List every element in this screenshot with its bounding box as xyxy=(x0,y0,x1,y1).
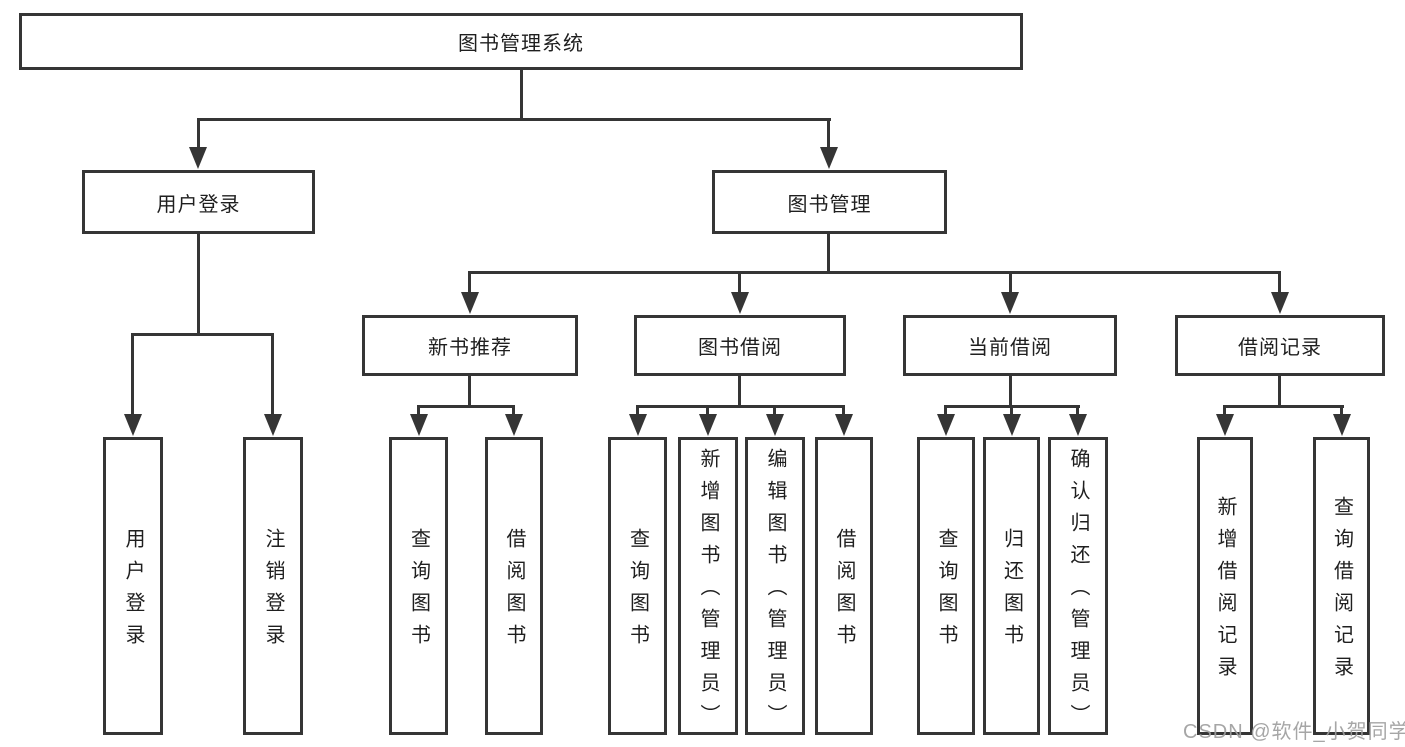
arrowhead-bb-borrow xyxy=(835,414,853,436)
connector-drop-borrowing-records xyxy=(1278,271,1281,296)
connector-current-borrowing-stem xyxy=(1009,374,1012,407)
arrowhead-rec-query xyxy=(410,414,428,436)
node-logout: 注销登录 xyxy=(243,437,303,735)
connector-book-management-branch xyxy=(468,271,1281,274)
connector-drop-login xyxy=(131,333,134,417)
arrowhead-br-add xyxy=(1216,414,1234,436)
node-bb-query-books-label: 查询图书 xyxy=(626,528,649,656)
node-root-label: 图书管理系统 xyxy=(458,33,584,55)
connector-drop-cb-return xyxy=(1010,405,1013,419)
arrowhead-login xyxy=(124,414,142,436)
arrowhead-new-book-recommend xyxy=(461,292,479,314)
connector-new-book-recommend-branch xyxy=(417,405,515,408)
connector-new-book-recommend-stem xyxy=(468,374,471,407)
connector-book-management-stem xyxy=(827,234,830,274)
node-borrowing-records: 借阅记录 xyxy=(1175,315,1385,376)
arrowhead-current-borrowing xyxy=(1001,292,1019,314)
node-cb-return-books-label: 归还图书 xyxy=(1000,528,1023,656)
node-br-query-record-label: 查询借阅记录 xyxy=(1330,496,1353,688)
node-br-query-record: 查询借阅记录 xyxy=(1313,437,1370,735)
arrowhead-bb-edit xyxy=(766,414,784,436)
connector-book-borrowing-branch xyxy=(636,405,845,408)
connector-drop-cb-confirm xyxy=(1076,405,1079,419)
connector-drop-bb-query xyxy=(636,405,639,419)
node-rec-borrow-books-label: 借阅图书 xyxy=(503,528,525,656)
connector-root-branch xyxy=(197,118,831,121)
node-book-management: 图书管理 xyxy=(712,170,947,234)
connector-book-borrowing-stem xyxy=(738,374,741,407)
node-new-book-recommend-label: 新书推荐 xyxy=(428,337,512,359)
node-cb-confirm-return: 确认归还（管理员） xyxy=(1048,437,1108,736)
node-bb-borrow-books: 借阅图书 xyxy=(815,437,873,735)
node-bb-edit-books-label: 编辑图书（管理员） xyxy=(764,448,786,736)
arrowhead-logout xyxy=(264,414,282,436)
connector-drop-user-login xyxy=(197,118,200,150)
node-current-borrowing-label: 当前借阅 xyxy=(968,337,1052,359)
node-bb-add-books: 新增图书（管理员） xyxy=(678,437,738,736)
connector-drop-book-management xyxy=(827,118,830,150)
node-book-borrowing-label: 图书借阅 xyxy=(698,337,782,359)
node-cb-confirm-return-label: 确认归还（管理员） xyxy=(1067,448,1089,736)
arrowhead-cb-query xyxy=(937,414,955,436)
node-root: 图书管理系统 xyxy=(19,13,1023,70)
node-bb-query-books: 查询图书 xyxy=(608,437,667,735)
connector-drop-rec-borrow xyxy=(512,405,515,419)
connector-drop-bb-borrow xyxy=(842,405,845,419)
arrowhead-cb-confirm xyxy=(1069,414,1087,436)
node-br-add-record: 新增借阅记录 xyxy=(1197,437,1253,735)
arrowhead-book-borrowing xyxy=(731,292,749,314)
connector-drop-rec-query xyxy=(417,405,420,419)
node-logout-label: 注销登录 xyxy=(262,528,284,656)
node-bb-edit-books: 编辑图书（管理员） xyxy=(745,437,805,736)
node-book-management-label: 图书管理 xyxy=(787,193,872,216)
node-user-login: 用户登录 xyxy=(82,170,315,234)
node-rec-borrow-books: 借阅图书 xyxy=(485,437,543,735)
connector-drop-logout xyxy=(271,333,274,417)
node-login: 用户登录 xyxy=(103,437,163,735)
node-br-add-record-label: 新增借阅记录 xyxy=(1214,496,1236,688)
node-rec-query-books: 查询图书 xyxy=(389,437,448,735)
csdn-watermark: CSDN @软件_小贺同学 xyxy=(1183,721,1405,743)
node-cb-query-books-label: 查询图书 xyxy=(935,528,957,656)
arrowhead-book-management xyxy=(820,147,838,169)
connector-drop-br-query xyxy=(1340,405,1343,419)
connector-drop-current-borrowing xyxy=(1009,271,1012,296)
node-cb-query-books: 查询图书 xyxy=(917,437,975,735)
connector-user-login-stem xyxy=(197,234,200,336)
node-new-book-recommend: 新书推荐 xyxy=(362,315,578,376)
connector-drop-cb-query xyxy=(944,405,947,419)
connector-drop-new-book-recommend xyxy=(468,271,471,296)
node-current-borrowing: 当前借阅 xyxy=(903,315,1117,376)
arrowhead-bb-query xyxy=(629,414,647,436)
node-bb-add-books-label: 新增图书（管理员） xyxy=(697,448,719,736)
connector-root-stem xyxy=(520,70,523,120)
node-borrowing-records-label: 借阅记录 xyxy=(1238,337,1322,359)
connector-drop-bb-add xyxy=(706,405,709,419)
connector-borrowing-records-stem xyxy=(1278,374,1281,407)
node-user-login-label: 用户登录 xyxy=(156,193,241,216)
node-book-borrowing: 图书借阅 xyxy=(634,315,846,376)
node-bb-borrow-books-label: 借阅图书 xyxy=(833,528,855,656)
arrowhead-cb-return xyxy=(1003,414,1021,436)
node-login-label: 用户登录 xyxy=(122,528,144,656)
node-cb-return-books: 归还图书 xyxy=(983,437,1040,735)
arrowhead-br-query xyxy=(1333,414,1351,436)
connector-drop-bb-edit xyxy=(773,405,776,419)
connector-user-login-branch xyxy=(131,333,274,336)
node-rec-query-books-label: 查询图书 xyxy=(407,528,430,656)
arrowhead-bb-add xyxy=(699,414,717,436)
arrowhead-rec-borrow xyxy=(505,414,523,436)
connector-borrowing-records-branch xyxy=(1223,405,1344,408)
arrowhead-user-login xyxy=(189,147,207,169)
connector-drop-br-add xyxy=(1223,405,1226,419)
connector-drop-book-borrowing xyxy=(738,271,741,296)
arrowhead-borrowing-records xyxy=(1271,292,1289,314)
